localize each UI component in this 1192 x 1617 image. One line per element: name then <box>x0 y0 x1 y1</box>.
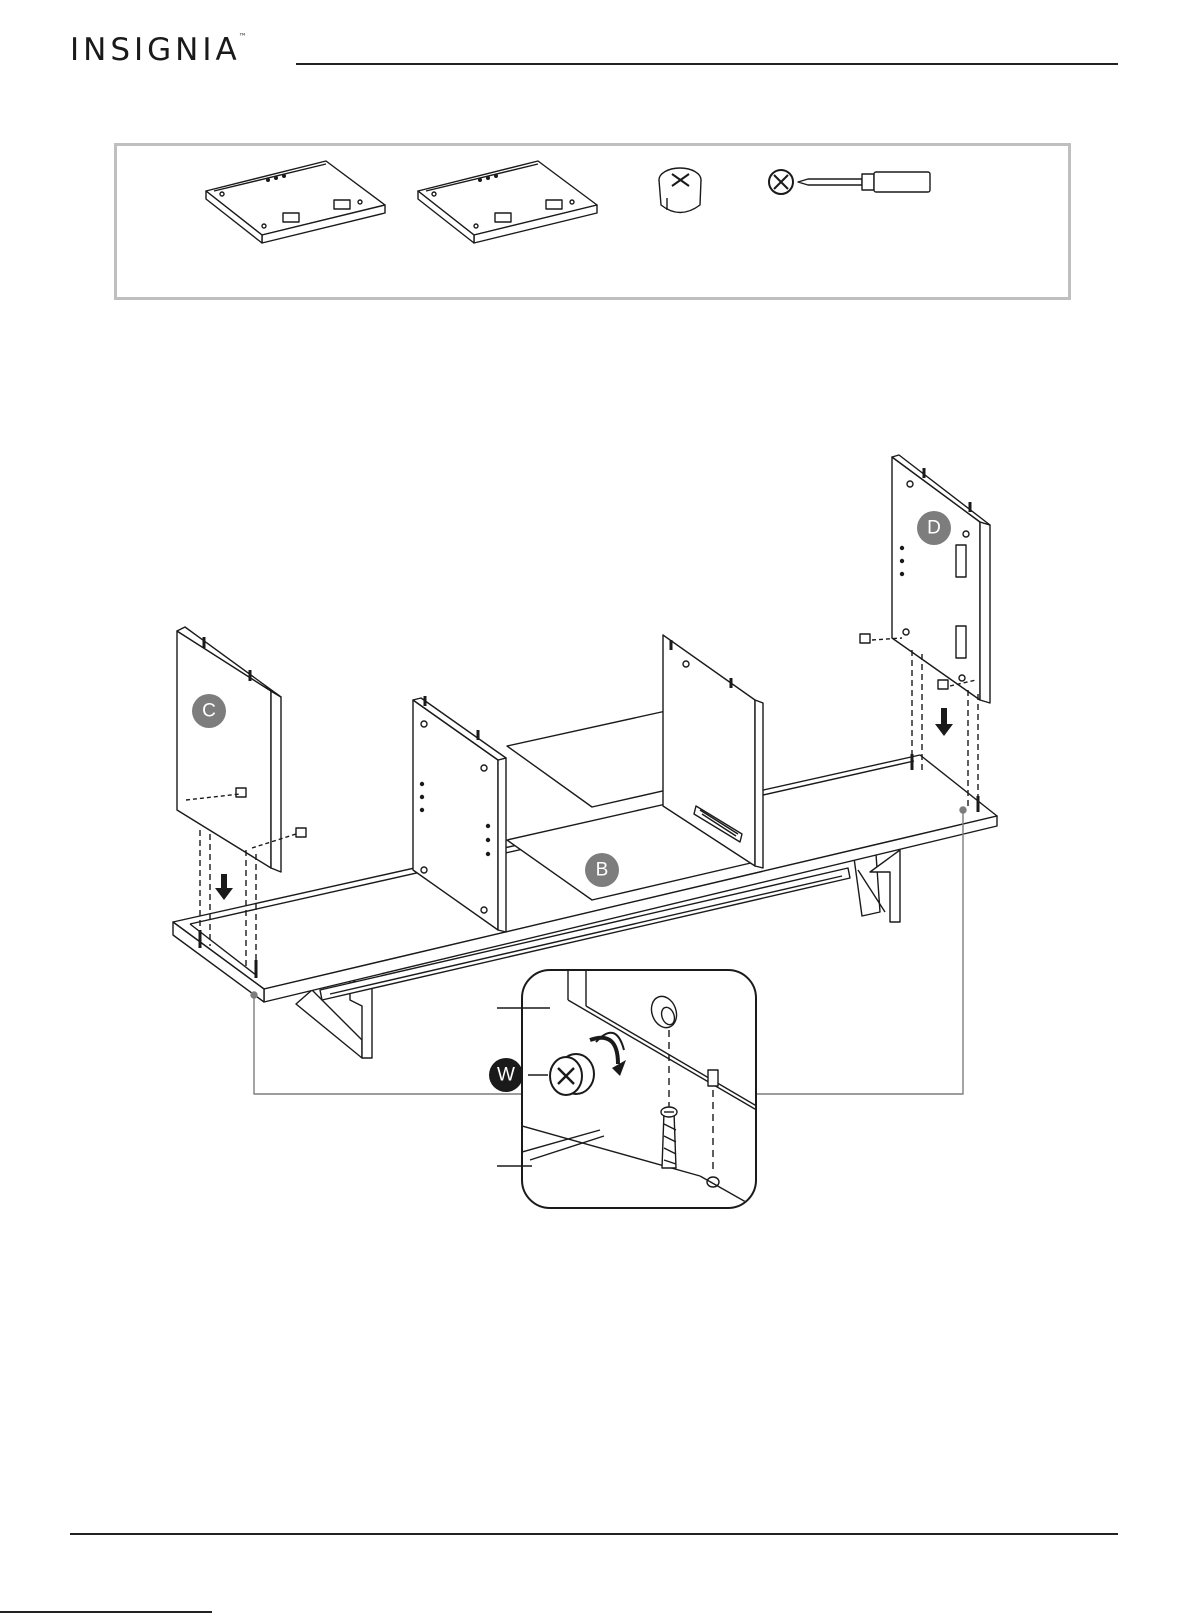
arrow-down-icon <box>215 874 233 900</box>
callout-d: D <box>917 511 951 545</box>
cam-lock-icon <box>659 168 701 213</box>
callout-w: W <box>489 1058 523 1092</box>
callout-d-label: D <box>927 518 941 539</box>
leg-frame-right <box>854 850 900 922</box>
phillips-screwdriver-icon <box>769 170 930 194</box>
callout-b: B <box>585 853 619 887</box>
callout-w-label: W <box>497 1065 515 1086</box>
page-edge-rule <box>0 1611 212 1613</box>
detail-inset <box>522 970 760 1210</box>
panel-board-icon <box>206 161 385 243</box>
callout-b-label: B <box>596 860 609 881</box>
cam-lock-detail-icon <box>550 1054 594 1095</box>
callout-c: C <box>192 694 226 728</box>
footer-rule <box>70 1533 1118 1535</box>
callout-c-label: C <box>202 701 216 722</box>
arrow-down-icon <box>935 708 953 736</box>
panel-board-icon <box>418 161 597 243</box>
